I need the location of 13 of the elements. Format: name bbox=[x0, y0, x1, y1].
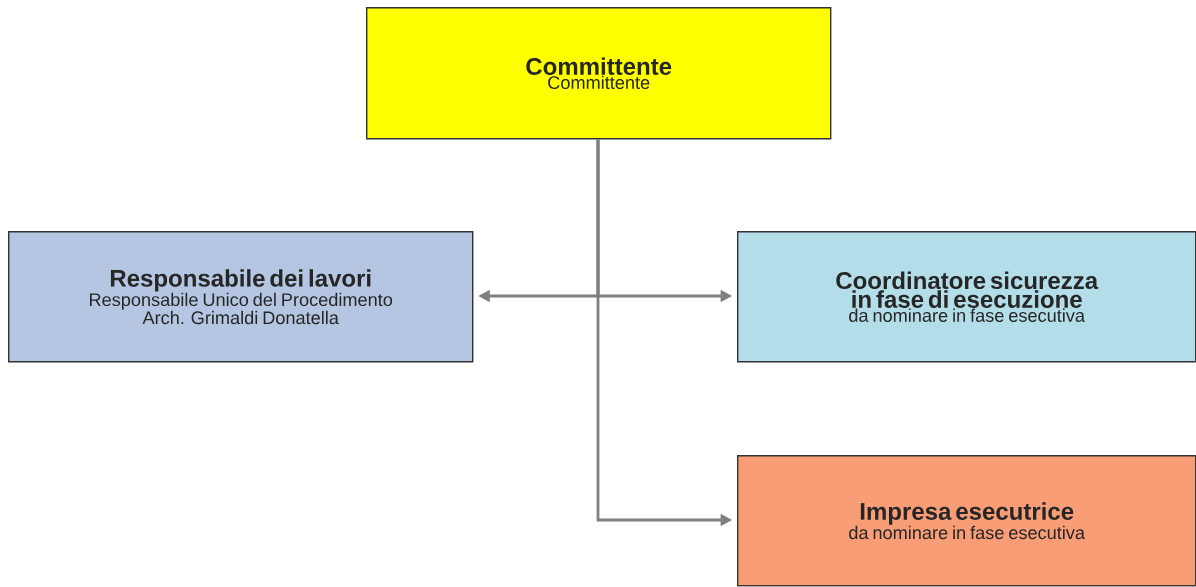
box-title: Impresa esecutrice bbox=[860, 502, 1074, 525]
role-box bbox=[737, 455, 1196, 587]
box-title: Responsabile dei lavori bbox=[110, 269, 371, 292]
box-subtitle: Committente bbox=[548, 75, 650, 90]
box-subtitle: Arch. Grimaldi Donatella bbox=[142, 310, 339, 325]
role-box bbox=[737, 231, 1196, 363]
box-subtitle: Responsabile Unico del Procedimento bbox=[90, 292, 393, 310]
role-box bbox=[8, 231, 474, 363]
box-subtitle: da nominare in fase esecutiva bbox=[849, 525, 1085, 540]
box-title: Coordinatore sicurezza in fase di esecuzione bbox=[836, 271, 1099, 308]
role-box bbox=[366, 7, 832, 140]
box-title: Committente bbox=[526, 57, 672, 75]
box-subtitle: da nominare in fase esecutiva bbox=[849, 308, 1085, 322]
